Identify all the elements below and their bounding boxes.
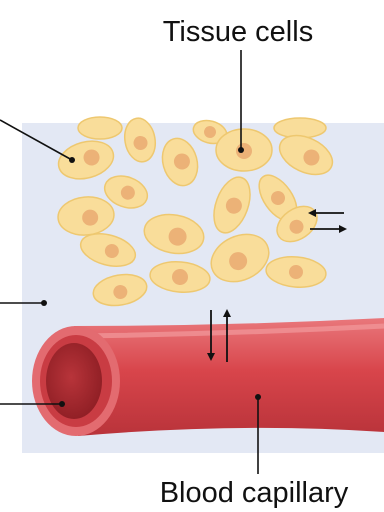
- capillary-lumen: [46, 343, 102, 419]
- tissue-cell: [78, 117, 122, 139]
- label-blood-capillary: Blood capillary: [160, 477, 349, 509]
- label-tissue-cells: Tissue cells: [163, 16, 313, 48]
- blood-capillary: [32, 318, 384, 436]
